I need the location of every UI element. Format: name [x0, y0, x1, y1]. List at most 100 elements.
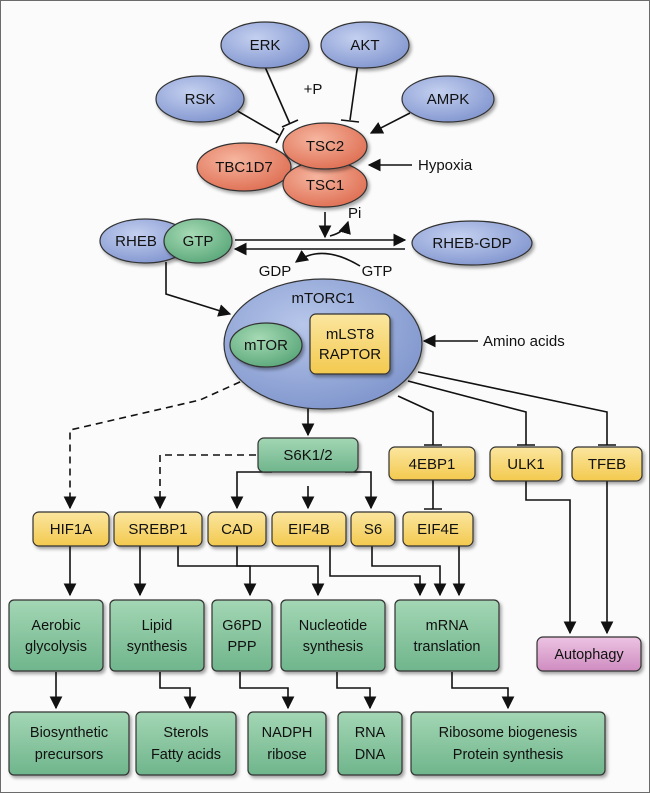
aerobic-line2: glycolysis — [25, 639, 87, 655]
sterols-line1: Sterols — [163, 725, 208, 741]
mrna-line1: mRNA — [426, 618, 469, 634]
phosphorylation-label: +P — [304, 81, 323, 98]
gdp-gtp-exchange-arrow — [294, 250, 361, 267]
node-s6k: S6K1/2 — [257, 437, 359, 473]
aerobic-line1: Aerobic — [31, 618, 80, 634]
node-ampk: AMPK — [401, 75, 495, 123]
ribosome-line2: Protein synthesis — [453, 747, 563, 763]
output-biosynthetic-precursors: Biosynthetic precursors — [8, 711, 130, 776]
mrna-line2: translation — [414, 639, 481, 655]
hypoxia-label: Hypoxia — [418, 157, 473, 174]
gdp-label: GDP — [259, 263, 292, 280]
rsk-label: RSK — [185, 91, 216, 108]
eif4b-label: EIF4B — [288, 521, 330, 538]
node-hif1a: HIF1A — [32, 511, 110, 547]
sterols-line2: Fatty acids — [151, 747, 221, 763]
mtor-label: mTOR — [244, 337, 288, 354]
rsk-inhibits-tsc2 — [233, 108, 280, 136]
process-mrna-translation: mRNA translation — [394, 599, 500, 672]
s6k-to-srebp1 — [153, 454, 256, 510]
biosynthetic-line1: Biosynthetic — [30, 725, 108, 741]
output-rna-dna: RNA DNA — [337, 711, 403, 776]
nadph-line1: NADPH — [262, 725, 313, 741]
node-eif4e: EIF4E — [402, 511, 474, 547]
ampk-label: AMPK — [427, 91, 470, 108]
node-cad: CAD — [207, 511, 267, 547]
mlst8-label: mLST8 — [326, 326, 374, 343]
node-ulk1: ULK1 — [489, 446, 563, 482]
node-rheb-gdp: RHEB-GDP — [411, 220, 533, 266]
biosynthetic-line2: precursors — [35, 747, 104, 763]
s6k-to-cad — [230, 471, 272, 510]
mrna-to-ribosome — [451, 672, 515, 710]
node-rheb-gtp: RHEB GTP — [99, 218, 233, 264]
mtorc1-inhibits-ulk1 — [407, 380, 527, 445]
nucleotide-to-rna — [336, 672, 377, 710]
nucleotide-line1: Nucleotide — [299, 618, 368, 634]
g6pd-to-nadph — [239, 672, 295, 710]
pi-release-arrow — [329, 220, 351, 237]
mtorc1-to-hif1a — [63, 371, 263, 510]
gtp-bound-label: GTP — [183, 233, 214, 250]
lipid-line2: synthesis — [127, 639, 187, 655]
cad-to-nucleotide — [236, 546, 325, 597]
rheb-gdp-label: RHEB-GDP — [432, 235, 511, 252]
mtorc1-inhibits-tfeb — [417, 371, 608, 445]
node-srebp1: SREBP1 — [113, 511, 203, 547]
node-s6: S6 — [350, 511, 396, 547]
ulk1-label: ULK1 — [507, 456, 545, 473]
rsk-inhibit-bar — [275, 127, 285, 144]
s6-label: S6 — [364, 521, 382, 538]
gtp-label: GTP — [362, 263, 393, 280]
erk-inhibits-tsc2 — [261, 59, 291, 125]
hif1a-label: HIF1A — [50, 521, 93, 538]
process-nucleotide-synthesis: Nucleotide synthesis — [280, 599, 386, 672]
s6-to-mrna — [371, 546, 447, 597]
akt-inhibit-bar — [340, 119, 360, 123]
s6k-label: S6K1/2 — [283, 447, 332, 464]
erk-label: ERK — [250, 37, 281, 54]
erk-inhibit-bar — [281, 119, 299, 128]
rheb-label: RHEB — [115, 233, 157, 250]
mtorc1-inhibits-4ebp1 — [397, 395, 434, 445]
tsc2-label: TSC2 — [306, 138, 344, 155]
process-aerobic-glycolysis: Aerobic glycolysis — [8, 599, 104, 672]
rna-line1: RNA — [355, 725, 386, 741]
4ebp1-label: 4EBP1 — [409, 456, 456, 473]
output-ribosome-protein: Ribosome biogenesis Protein synthesis — [410, 711, 606, 776]
process-autophagy: Autophagy — [536, 636, 642, 672]
g6pd-line2: PPP — [227, 639, 256, 655]
node-rsk: RSK — [155, 75, 245, 123]
nadph-line2: ribose — [267, 747, 307, 763]
ribosome-line1: Ribosome biogenesis — [439, 725, 578, 741]
process-g6pd-ppp: G6PD PPP — [211, 599, 273, 672]
node-erk: ERK — [220, 21, 310, 69]
cad-label: CAD — [221, 521, 253, 538]
tsc1-label: TSC1 — [306, 177, 344, 194]
output-nadph-ribose: NADPH ribose — [247, 711, 327, 776]
tfeb-label: TFEB — [588, 456, 626, 473]
node-tfeb: TFEB — [571, 446, 643, 482]
ulk1-to-autophagy — [525, 481, 577, 635]
ampk-activates-tsc2 — [369, 112, 411, 134]
node-akt: AKT — [320, 21, 410, 69]
lipid-line1: Lipid — [142, 618, 173, 634]
amino-acids-label: Amino acids — [483, 333, 565, 350]
eif4b-to-mrna — [329, 546, 427, 597]
tsc-complex: TBC1D7 TSC2 TSC1 — [196, 122, 368, 208]
lipid-to-sterols — [159, 672, 197, 710]
tbc1d7-label: TBC1D7 — [215, 159, 273, 176]
node-eif4b: EIF4B — [271, 511, 347, 547]
node-4ebp1: 4EBP1 — [388, 446, 476, 481]
process-lipid-synthesis: Lipid synthesis — [109, 599, 205, 672]
akt-inhibits-tsc2 — [349, 62, 359, 121]
rna-line2: DNA — [355, 747, 386, 763]
nucleotide-line2: synthesis — [303, 639, 363, 655]
rheb-activates-mtorc1 — [165, 262, 232, 317]
eif4e-label: EIF4E — [417, 521, 459, 538]
mtorc1-label: mTORC1 — [291, 290, 354, 307]
output-sterols-fatty-acids: Sterols Fatty acids — [135, 711, 237, 776]
raptor-label: RAPTOR — [319, 346, 381, 363]
pi-label: Pi — [348, 205, 361, 222]
